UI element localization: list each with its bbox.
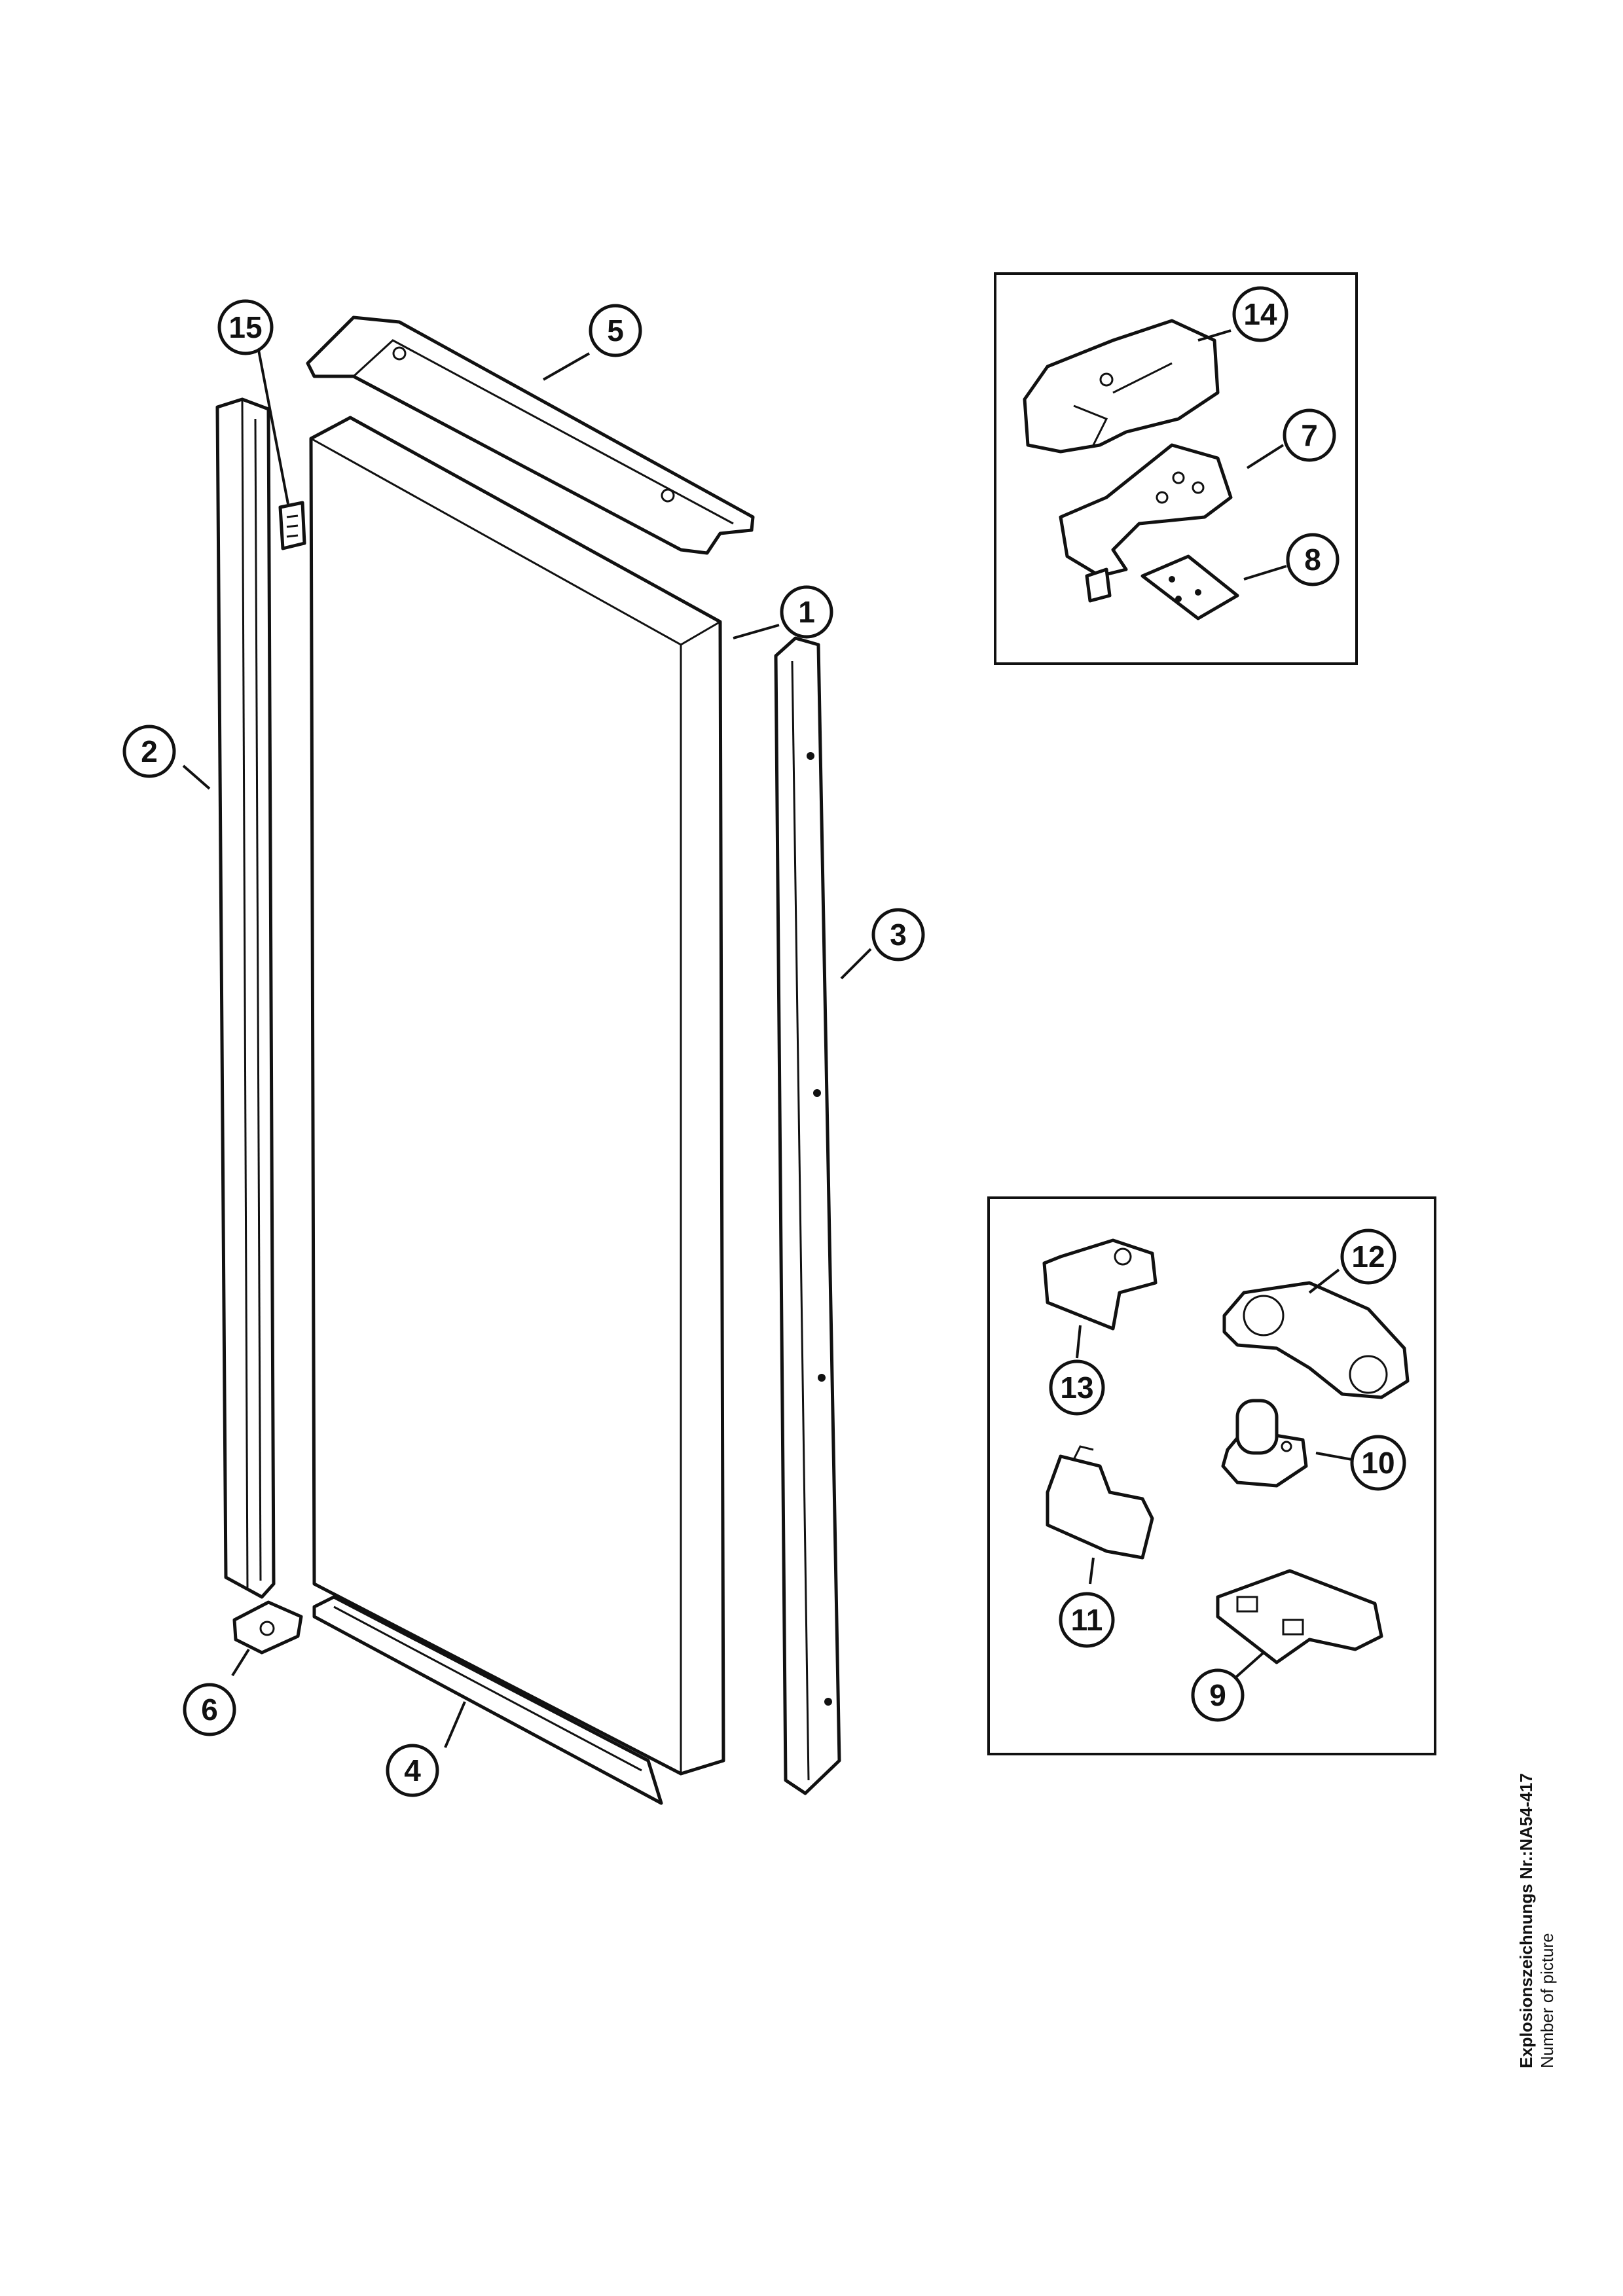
part-10-hinge-pin <box>1221 1399 1308 1488</box>
part-7-hinge-bracket <box>1059 443 1233 603</box>
callout-10-label: 10 <box>1361 1446 1395 1480</box>
callout-15-label: 15 <box>228 310 262 344</box>
callout-4: 4 <box>386 1744 439 1797</box>
part-6-corner-bracket <box>232 1600 303 1655</box>
callout-14: 14 <box>1232 286 1288 342</box>
callout-9-label: 9 <box>1209 1678 1226 1712</box>
callout-11-label: 11 <box>1071 1603 1103 1637</box>
leader-lines <box>182 329 1353 1748</box>
callout-7: 7 <box>1283 408 1336 462</box>
part-12-hinge-plate <box>1222 1281 1410 1399</box>
part-15-clip <box>278 501 306 550</box>
callout-9: 9 <box>1191 1668 1245 1722</box>
lower-hinge-inset-frame <box>987 1196 1436 1755</box>
callout-6: 6 <box>183 1683 236 1736</box>
number-of-picture-text: Number of picture <box>1537 1933 1557 2068</box>
callout-2: 2 <box>122 725 176 778</box>
picture-number-caption: Explosionszeichnungs Nr.:NA54-417 Number… <box>1516 1773 1568 2068</box>
callout-13-label: 13 <box>1060 1371 1093 1405</box>
part-13-bracket <box>1042 1238 1158 1331</box>
callout-1-label: 1 <box>798 595 815 629</box>
part-14-hinge-cover <box>1023 319 1220 454</box>
callout-5-label: 5 <box>607 314 624 348</box>
part-5-top-trim <box>306 315 755 555</box>
callout-7-label: 7 <box>1301 418 1318 452</box>
callout-2-label: 2 <box>141 734 158 768</box>
callout-15: 15 <box>217 299 274 355</box>
part-callouts: 1 2 3 4 5 6 7 8 <box>122 286 1406 1797</box>
part-4-bottom-trim <box>312 1595 663 1805</box>
callout-3-label: 3 <box>890 918 907 952</box>
part-3-right-trim <box>774 636 841 1795</box>
upper-hinge-inset-frame <box>994 272 1358 665</box>
callout-12-label: 12 <box>1351 1240 1385 1274</box>
part-8-shim-plate <box>1140 554 1239 620</box>
callout-12: 12 <box>1340 1229 1396 1285</box>
callout-8-label: 8 <box>1304 543 1321 577</box>
callout-10: 10 <box>1350 1435 1406 1491</box>
callout-4-label: 4 <box>404 1753 421 1787</box>
callout-5: 5 <box>589 304 642 357</box>
callout-13: 13 <box>1049 1359 1105 1416</box>
callout-14-label: 14 <box>1243 297 1277 331</box>
callout-6-label: 6 <box>201 1693 218 1727</box>
part-2-left-trim <box>215 397 276 1599</box>
part-1-door-panel <box>309 416 725 1776</box>
callout-1: 1 <box>780 585 833 639</box>
callout-8: 8 <box>1286 533 1340 586</box>
callout-3: 3 <box>871 908 925 961</box>
part-11-hinge-cover <box>1046 1445 1154 1560</box>
part-9-mounting-bracket <box>1216 1569 1383 1664</box>
callout-11: 11 <box>1059 1592 1115 1648</box>
drawing-number-text: Explosionszeichnungs Nr.:NA54-417 <box>1516 1773 1536 2068</box>
